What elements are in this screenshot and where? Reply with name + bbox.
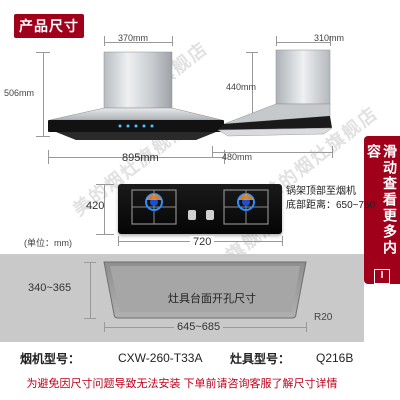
dimension-tick xyxy=(330,36,331,46)
dimension-tick xyxy=(332,146,333,158)
hood-model-label: 烟机型号： xyxy=(20,351,81,366)
hood-front-image xyxy=(48,51,224,140)
dimension-line xyxy=(104,42,172,43)
dimension-tick xyxy=(104,36,105,46)
dimension-line xyxy=(104,184,105,234)
spec-row: 烟机型号： CXW-260-T33A 灶具型号： Q216B xyxy=(18,347,364,369)
cooktop-depth: 420 xyxy=(86,200,105,212)
dimension-tick xyxy=(282,236,283,246)
hood-side-top-depth: 310mm xyxy=(314,33,345,43)
cooktop-image xyxy=(118,184,282,234)
cooktop-note-line2: 底部距离：650~750 xyxy=(286,200,376,211)
scroll-more-tab[interactable]: 滑动查看更多内容 I xyxy=(364,136,400,284)
hood-side-height: 440mm xyxy=(226,82,257,92)
dimension-line xyxy=(276,42,330,43)
dimension-tick xyxy=(96,234,114,235)
dimension-line xyxy=(252,52,253,130)
dimension-tick xyxy=(224,150,225,164)
dimension-line xyxy=(212,152,332,153)
hood-front-top-width: 370mm xyxy=(118,33,149,43)
dimension-tick xyxy=(84,318,96,319)
hood-front-height: 506mm xyxy=(4,88,35,98)
stove-model-value: Q216B xyxy=(316,351,354,365)
dimension-tick xyxy=(96,184,114,185)
cutout-depth: 340~365 xyxy=(28,282,72,294)
scroll-indicator-icon: I xyxy=(374,268,390,284)
hood-side-image xyxy=(217,49,333,137)
cutout-width: 645~685 xyxy=(174,321,224,333)
dimension-tick xyxy=(276,36,277,46)
cutout-label: 灶具台面开孔尺寸 xyxy=(168,293,256,305)
hood-front-bottom-width: 895mm xyxy=(122,152,159,164)
cooktop-note-line1: 锅架顶部至烟机 xyxy=(286,186,356,197)
scroll-more-label: 滑动查看更多内容 xyxy=(366,144,398,256)
stove-model-label: 灶具型号： xyxy=(230,351,291,366)
cooktop-burners xyxy=(131,189,269,225)
size-warning: 为避免因尺寸问题导致无法安装 下单前请咨询客服了解尺寸详情 xyxy=(26,378,338,390)
cutout-radius: R20 xyxy=(314,312,333,323)
cooktop-width: 720 xyxy=(190,236,215,248)
dimension-tick xyxy=(36,136,50,137)
hood-model-value: CXW-260-T33A xyxy=(118,351,203,365)
dimension-line xyxy=(90,262,91,318)
unit-label: (单位：mm) xyxy=(24,238,72,248)
cutout-tray-image xyxy=(103,261,307,319)
hood-side-bottom-depth: 480mm xyxy=(222,152,253,162)
dimension-tick xyxy=(306,322,307,332)
dimension-line xyxy=(48,157,224,158)
page-title: 产品尺寸 xyxy=(14,14,84,38)
dimension-tick xyxy=(172,36,173,46)
dimension-line xyxy=(43,52,44,136)
